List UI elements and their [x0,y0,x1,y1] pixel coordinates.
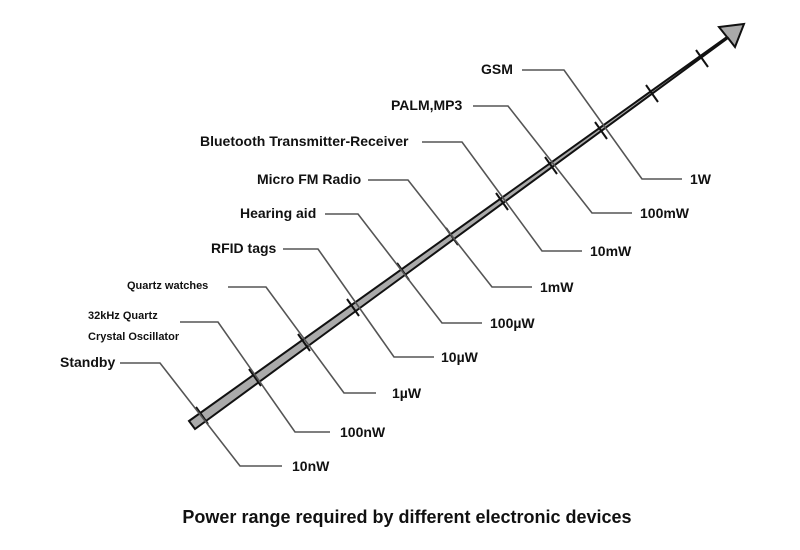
leader-standby [120,362,282,467]
device-label-standby: Standby [60,354,115,370]
device-label-quartz-oscillator: 32kHz Quartz [88,310,158,322]
device-label-palm: PALM,MP3 [391,97,463,113]
leader-quartz-watches [228,286,376,394]
leader-palm [473,105,632,214]
axis-tick [594,121,608,140]
device-label-gsm: GSM [481,61,513,77]
axis-tick [495,192,509,211]
leader-quartz-oscillator [180,321,330,433]
diagram-caption: Power range required by different electr… [182,507,631,527]
power-label-10nw: 10nW [292,458,330,474]
axis-tick [248,368,262,387]
axis-tick [645,84,659,103]
power-label-1mw: 1mW [540,279,574,295]
power-label-100mw: 100mW [640,205,690,221]
leader-gsm [522,69,682,180]
power-axis-arrow [187,22,746,431]
leader-bluetooth [422,141,582,252]
axis-tick [695,49,709,68]
device-label-micro-fm: Micro FM Radio [257,171,361,187]
device-label-hearing-aid: Hearing aid [240,205,316,221]
power-labels: 10nW 100nW 1µW 10µW 100µW 1mW 10mW 100mW… [292,171,712,474]
power-label-100nw: 100nW [340,424,386,440]
axis-tick [346,298,360,317]
leader-rfid [283,248,434,358]
power-label-100uw: 100µW [490,315,535,331]
device-labels: Standby 32kHz Quartz Crystal Oscillator … [60,61,513,370]
leader-hearing-aid [325,213,482,324]
power-label-10mw: 10mW [590,243,632,259]
device-label-bluetooth: Bluetooth Transmitter-Receiver [200,133,409,149]
device-label-quartz-oscillator-line2: Crystal Oscillator [88,331,180,343]
leader-lines [120,69,682,467]
axis-tick [297,333,311,352]
device-label-quartz-watches: Quartz watches [127,280,208,292]
power-label-10uw: 10µW [441,349,479,365]
power-label-1w: 1W [690,171,712,187]
device-label-rfid: RFID tags [211,240,277,256]
power-label-1uw: 1µW [392,385,422,401]
axis-tick [544,156,558,175]
leader-micro-fm [368,179,532,288]
